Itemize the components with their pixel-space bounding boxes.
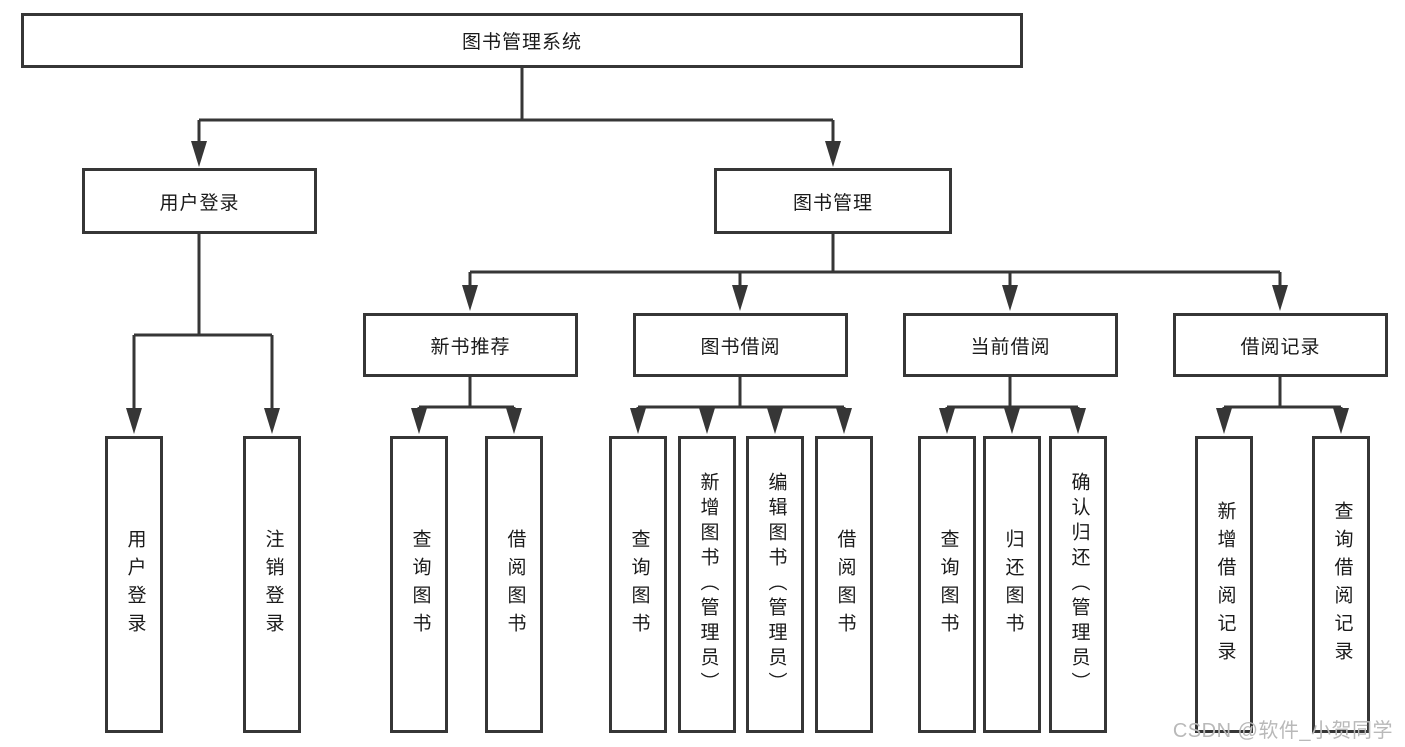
- arrowhead-icon: [836, 408, 852, 434]
- node-label: 查询图书: [628, 528, 650, 641]
- node-label: 归还图书: [1002, 528, 1024, 641]
- node-label: 注销登录: [262, 528, 284, 641]
- node-label: 查询图书: [409, 528, 431, 641]
- arrowhead-icon: [1272, 285, 1288, 311]
- leaf-borrow-query-books: 查询图书: [609, 436, 667, 733]
- node-label: 图书管理系统: [461, 32, 582, 53]
- leaf-borrow-edit-books-admin: 编辑图书（管理员）: [746, 436, 804, 733]
- node-label: 借阅图书: [504, 528, 526, 641]
- arrowhead-icon: [264, 408, 280, 434]
- node-new-book-recommend: 新书推荐: [363, 313, 578, 377]
- leaf-records-query-record: 查询借阅记录: [1312, 436, 1370, 733]
- arrowhead-icon: [191, 141, 207, 167]
- node-label: 借阅图书: [834, 528, 856, 641]
- arrowhead-icon: [939, 408, 955, 434]
- leaf-borrow-borrow-books: 借阅图书: [815, 436, 873, 733]
- node-label: 借阅记录: [1240, 336, 1321, 358]
- leaf-current-return-books: 归还图书: [983, 436, 1041, 733]
- wire-root-to-level2: [197, 68, 835, 146]
- connector-strokes: [132, 68, 1343, 412]
- node-label: 查询借阅记录: [1331, 500, 1353, 669]
- node-book-management: 图书管理: [714, 168, 952, 234]
- node-label: 当前借阅: [970, 336, 1051, 358]
- arrowhead-icon: [699, 408, 715, 434]
- arrowhead-icon: [462, 285, 478, 311]
- wire-book-borrow-to-children: [636, 377, 846, 412]
- node-label: 新书推荐: [430, 336, 511, 358]
- arrowhead-icon: [767, 408, 783, 434]
- node-library-management-system: 图书管理系统: [21, 13, 1023, 68]
- arrowhead-icon: [1216, 408, 1232, 434]
- leaf-logout: 注销登录: [243, 436, 301, 733]
- arrowhead-icon: [1070, 408, 1086, 434]
- node-book-borrow: 图书借阅: [633, 313, 848, 377]
- leaf-newbooks-query-books: 查询图书: [390, 436, 448, 733]
- wire-current-borrow-to-children: [945, 377, 1080, 412]
- node-label: 用户登录: [159, 192, 240, 214]
- node-label: 确认归还（管理员）: [1068, 472, 1090, 697]
- node-user-login: 用户登录: [82, 168, 317, 234]
- node-label: 新增图书（管理员）: [697, 472, 719, 697]
- arrowheads: [126, 141, 1349, 434]
- leaf-records-add-record: 新增借阅记录: [1195, 436, 1253, 733]
- leaf-borrow-add-books-admin: 新增图书（管理员）: [678, 436, 736, 733]
- wire-book-mgmt-to-level3: [468, 234, 1282, 290]
- wire-borrow-records-to-children: [1222, 377, 1343, 412]
- node-label: 编辑图书（管理员）: [765, 472, 787, 697]
- node-label: 图书借阅: [700, 336, 781, 358]
- csdn-watermark: CSDN @软件_小贺同学: [1172, 720, 1393, 742]
- arrowhead-icon: [1333, 408, 1349, 434]
- arrowhead-icon: [506, 408, 522, 434]
- node-borrow-records: 借阅记录: [1173, 313, 1388, 377]
- wire-user-login-to-children: [132, 234, 274, 412]
- leaf-current-confirm-return-admin: 确认归还（管理员）: [1049, 436, 1107, 733]
- arrowhead-icon: [1002, 285, 1018, 311]
- wire-new-books-to-children: [417, 377, 516, 412]
- leaf-user-login: 用户登录: [105, 436, 163, 733]
- arrowhead-icon: [825, 141, 841, 167]
- leaf-current-query-books: 查询图书: [918, 436, 976, 733]
- arrowhead-icon: [1004, 408, 1020, 434]
- arrowhead-icon: [630, 408, 646, 434]
- arrowhead-icon: [411, 408, 427, 434]
- leaf-newbooks-borrow-books: 借阅图书: [485, 436, 543, 733]
- node-label: 用户登录: [124, 528, 146, 641]
- node-label: 新增借阅记录: [1214, 500, 1236, 669]
- node-current-borrow: 当前借阅: [903, 313, 1118, 377]
- node-label: 图书管理: [792, 192, 873, 214]
- arrowhead-icon: [126, 408, 142, 434]
- node-label: 查询图书: [937, 528, 959, 641]
- arrowhead-icon: [732, 285, 748, 311]
